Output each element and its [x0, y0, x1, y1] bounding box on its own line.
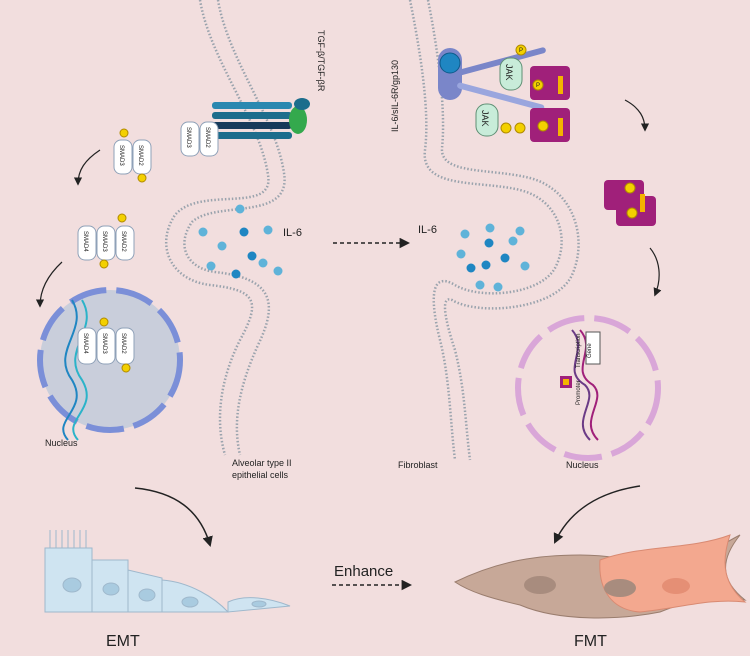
right-cell-membrane	[408, 0, 580, 461]
emt-epithelium	[44, 530, 291, 613]
transcription-label: Transcription	[576, 334, 582, 368]
il6-dots-left	[198, 204, 283, 279]
fibroblast-nucleus: Gene Transcription Promoter	[515, 315, 661, 461]
il6-receptor-complex: JAK JAK	[438, 47, 546, 137]
cell-type-line2: epithelial cells	[232, 470, 289, 480]
smad-complex-cytoplasm: SMAD3 SMAD2	[113, 128, 152, 183]
smad-complex-234: SMAD4 SMAD3 SMAD2	[77, 213, 135, 269]
smad3-label-2: SMAD3	[118, 145, 124, 166]
emt-label: EMT	[106, 633, 140, 650]
epithelial-nucleus: SMAD4 SMAD3 SMAD2	[37, 287, 183, 441]
jak-label-2: JAK	[480, 110, 490, 127]
arrow-smad-2	[35, 261, 63, 308]
phospho-label-1: P	[519, 48, 523, 54]
gene-label: Gene	[587, 343, 593, 358]
tgf-receptor-label: TGF-β/TGF-βR	[316, 30, 326, 92]
il6-dots-right	[456, 223, 530, 292]
phospho-label-2: P	[536, 83, 540, 89]
stat-dimer-receptor: P P	[500, 44, 570, 142]
arrow-stat-1	[624, 99, 650, 132]
promoter-label: Promoter	[576, 380, 582, 405]
fibroblast-nucleus-label: Nucleus	[566, 460, 599, 470]
smad-complex-receptor: SMAD3 SMAD2	[180, 121, 219, 157]
smad2-label-2: SMAD2	[137, 145, 143, 166]
fmt-label: FMT	[574, 633, 607, 650]
il6-receptor-label: IL-6/sIL-6R/gp130	[390, 60, 400, 132]
fmt-cells	[453, 534, 747, 619]
nuc-smad2-label: SMAD2	[120, 333, 126, 354]
smad3-label-3: SMAD3	[101, 231, 107, 252]
tgf-beta-receptor	[212, 98, 310, 139]
jak-label-1: JAK	[504, 64, 514, 81]
enhance-label: Enhance	[334, 563, 393, 580]
arrow-to-emt	[134, 487, 213, 548]
cell-type-line1: Alveolar type II	[232, 458, 292, 468]
arrow-to-fmt	[553, 485, 641, 544]
smad4-label: SMAD4	[82, 231, 88, 252]
smad2-label-3: SMAD2	[120, 231, 126, 252]
arrow-smad-1	[73, 149, 101, 186]
il6-label-right: IL-6	[418, 224, 437, 236]
arrow-stat-2	[649, 247, 662, 297]
smad2-label: SMAD2	[204, 127, 210, 148]
fibroblast-label: Fibroblast	[398, 460, 438, 470]
nuc-smad3-label: SMAD3	[101, 333, 107, 354]
nuc-smad4-label: SMAD4	[82, 333, 88, 354]
smad3-label: SMAD3	[185, 127, 191, 148]
il6-label-left: IL-6	[283, 227, 302, 239]
left-nucleus-label: Nucleus	[45, 438, 78, 448]
stat-dimer-free	[604, 180, 656, 226]
